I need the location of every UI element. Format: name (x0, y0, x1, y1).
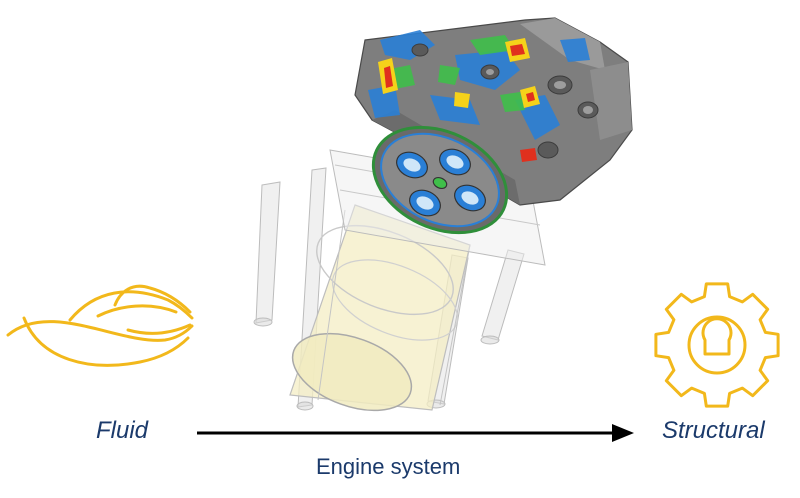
combustion-face (371, 125, 509, 235)
process-arrow (197, 424, 634, 442)
arrow-caption: Engine system (316, 454, 461, 479)
gear-icon (654, 282, 780, 408)
stress-high-regions (384, 44, 537, 162)
gear-outline (654, 282, 780, 408)
structural-label: Structural (662, 417, 765, 444)
engine-model (253, 17, 633, 412)
fluid-label: Fluid (96, 417, 149, 444)
fluid-flow-icon (6, 284, 194, 367)
